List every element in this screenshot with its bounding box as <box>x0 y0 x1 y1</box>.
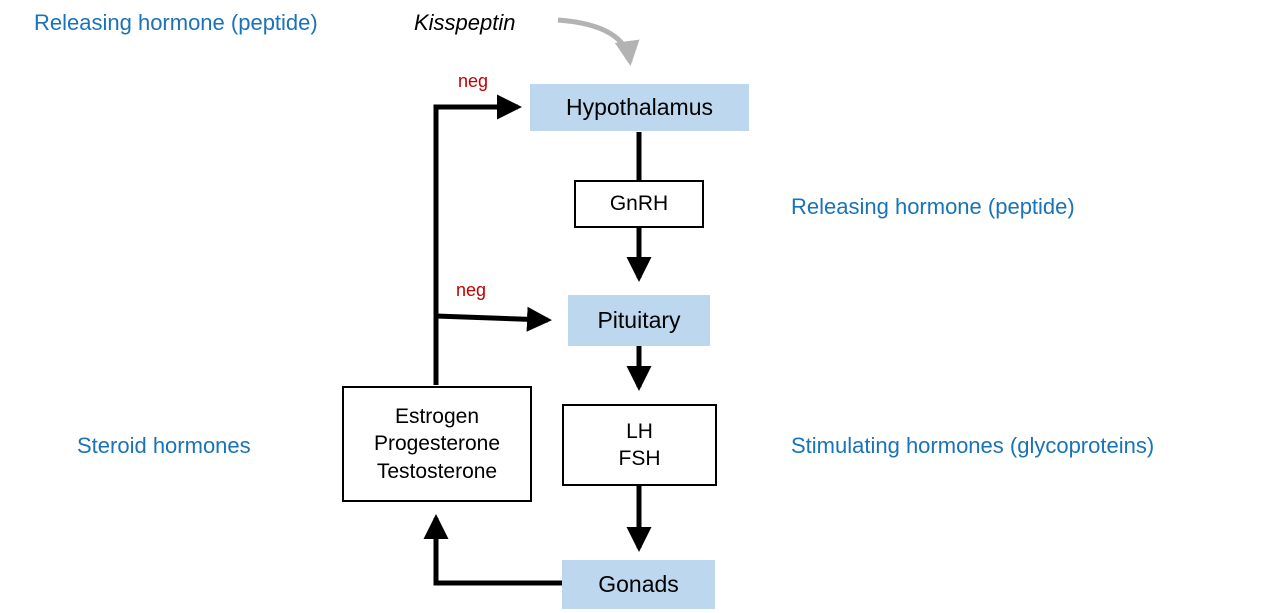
lhfsh-category-label: Stimulating hormones (glycoproteins) <box>791 433 1155 458</box>
steroids-node: Estrogen Progesterone Testosterone <box>342 386 532 502</box>
steroid-category-label: Steroid hormones <box>77 433 251 458</box>
kisspeptin-label: Kisspeptin <box>414 10 516 35</box>
pituitary-label: Pituitary <box>597 307 681 333</box>
kisspeptin-arrow <box>557 17 640 66</box>
gnrh-category-label: Releasing hormone (peptide) <box>791 194 1075 219</box>
gnrh-label: GnRH <box>609 192 669 215</box>
steroids-pituitary-feedback-arrow <box>435 306 552 332</box>
lhfsh-node: LH FSH <box>562 404 717 486</box>
steroids-hypothalamus-feedback-arrow <box>433 94 523 385</box>
pituitary-node: Pituitary <box>568 295 710 346</box>
estrogen-label: Estrogen <box>394 405 480 429</box>
testosterone-label: Testosterone <box>376 459 498 483</box>
gonads-label: Gonads <box>598 571 679 597</box>
lh-label: LH <box>626 419 653 443</box>
progesterone-label: Progesterone <box>373 432 501 456</box>
gonads-steroids-arrow <box>423 513 562 586</box>
gonads-node: Gonads <box>562 560 715 609</box>
hypothalamus-node: Hypothalamus <box>530 84 749 131</box>
top-left-category-label: Releasing hormone (peptide) <box>34 10 318 35</box>
fsh-label: FSH <box>618 447 661 470</box>
gnrh-node: GnRH <box>574 180 704 228</box>
neg-pituitary-label: neg <box>456 280 487 300</box>
hypothalamus-label: Hypothalamus <box>565 94 714 120</box>
neg-hypothalamus-label: neg <box>458 71 489 91</box>
